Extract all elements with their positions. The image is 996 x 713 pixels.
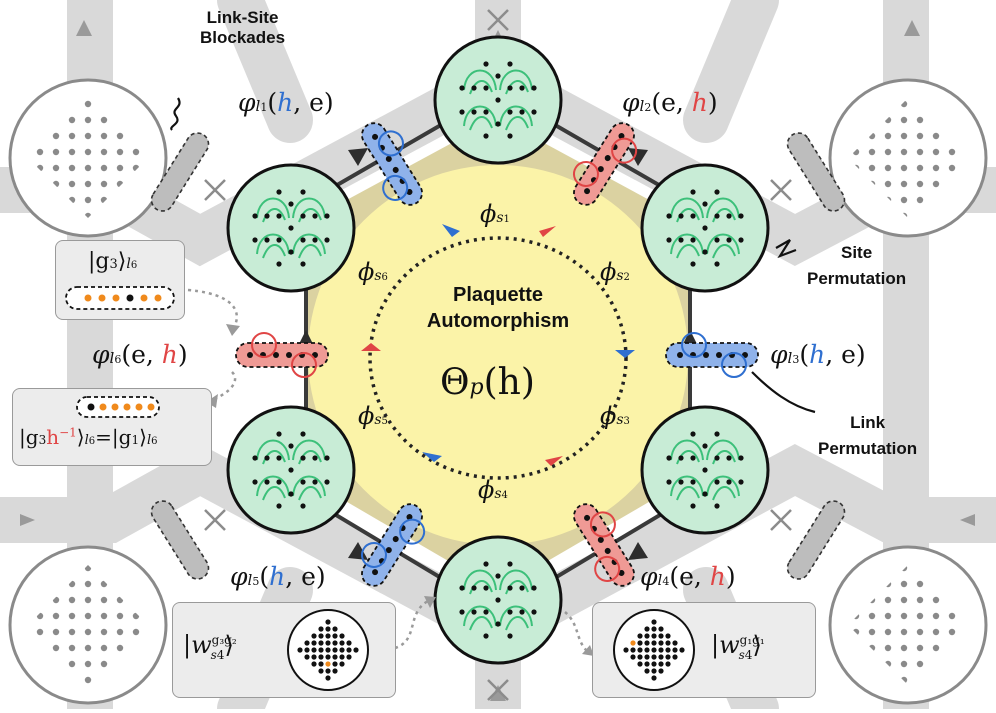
cycle-arrowheads (361, 224, 635, 466)
link-label-l5: φl5(h, e) (230, 562, 326, 591)
callout-g3h-state: |g3h−1⟩l6=|g1⟩l6 (12, 388, 212, 466)
link-blockade-4 (573, 503, 635, 587)
site-2 (640, 163, 770, 293)
plaquette (306, 118, 690, 590)
blockade-links (150, 132, 846, 580)
link-site-blockades-label: Link-Site Blockades (200, 8, 286, 47)
link-label-l3: φl3(h, e) (770, 340, 866, 369)
link-permutation-label: Link Permutation (818, 413, 918, 458)
ket-w-g1g1: |wg₁g₁s4⟩ (711, 631, 765, 662)
blockade-link-top-right (786, 132, 846, 212)
link-label-l1: φl1(h, e) (238, 88, 334, 117)
link-blockade-2 (572, 122, 638, 206)
link-blockade-5 (360, 503, 426, 587)
site-4 (433, 535, 563, 665)
link-config-g3 (65, 286, 175, 310)
site-phase-s3: ϕs3 (600, 402, 630, 430)
site-5 (226, 405, 356, 535)
leader-lines (170, 97, 816, 414)
link-label-l6: φl6(e, h) (92, 340, 188, 369)
background-site-top-left (8, 78, 168, 238)
background-site-bottom-left (8, 545, 168, 705)
site-config-g1g1 (613, 609, 695, 691)
link-label-l4: φl4(e, h) (640, 562, 736, 591)
site-phase-s6: ϕs6 (358, 258, 388, 286)
ket-g3h: |g3h−1⟩l6=|g1⟩l6 (19, 425, 158, 449)
lattice-crosses (204, 9, 792, 701)
site-6 (226, 163, 356, 293)
site-permutation-label: Site Permutation (807, 243, 907, 288)
blockade-link-top-left (150, 132, 210, 212)
callout-w-g3g2: |wg₃g₂s4⟩ (172, 602, 396, 698)
link-blockade-3 (665, 332, 759, 378)
link-blockade-6 (235, 332, 329, 378)
background-site-top-right (828, 78, 988, 238)
background-site-bottom-right (828, 545, 988, 705)
link-blockades (235, 122, 759, 587)
blockade-link-bottom-left (150, 500, 210, 580)
site-phase-s4: ϕs4 (478, 476, 508, 504)
connector-arrowheads (206, 324, 594, 656)
link-label-l2: φl2(e, h) (622, 88, 718, 117)
site-phase-s2: ϕs2 (600, 258, 630, 286)
callout-w-g1g1: |wg₁g₁s4⟩ (592, 602, 816, 698)
site-phase-s1: ϕs1 (480, 200, 510, 228)
ket-g3: |g3⟩l6 (88, 249, 138, 274)
link-blockade-1 (361, 122, 423, 206)
site-phase-s5: ϕs5 (358, 402, 388, 430)
site-config-g3g2 (287, 609, 369, 691)
site-3 (640, 405, 770, 535)
callout-g3-state: |g3⟩l6 (55, 240, 185, 320)
site-1 (433, 35, 563, 165)
ket-w-g3g2: |wg₃g₂s4⟩ (183, 631, 237, 662)
automorphism-cycle (368, 236, 628, 480)
theta-label: Θp(h) (440, 362, 535, 403)
plaquette-inner (308, 165, 688, 545)
sites (226, 35, 770, 665)
link-config-g1 (76, 396, 160, 418)
blockade-link-bottom-right (786, 500, 846, 580)
plaquette-automorphism-label: Plaquette Automorphism (426, 284, 570, 332)
